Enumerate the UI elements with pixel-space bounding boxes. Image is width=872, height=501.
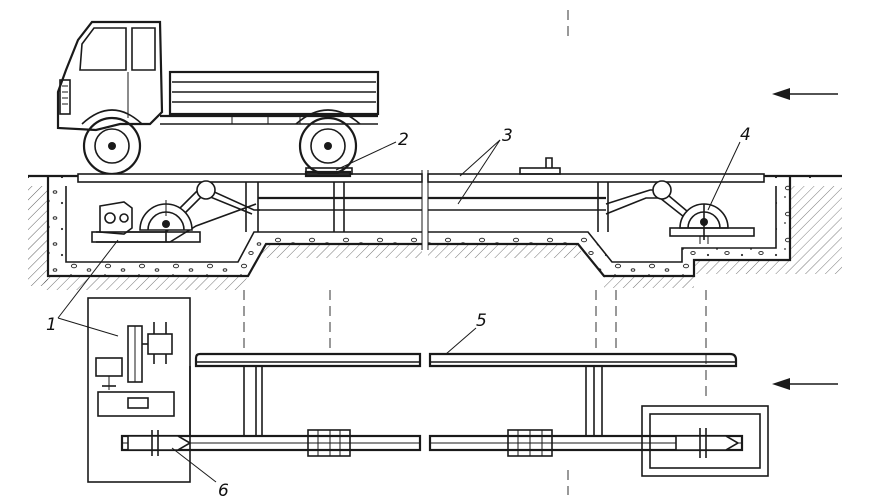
callout-6: 6	[171, 447, 229, 501]
svg-text:3: 3	[502, 126, 513, 146]
left-drum	[127, 430, 192, 456]
callout-1: 1	[46, 239, 119, 337]
truck-cab-window	[131, 27, 156, 71]
ground-section	[28, 157, 842, 290]
callout-3: 3	[457, 126, 513, 205]
motor	[95, 357, 123, 377]
svg-text:4: 4	[740, 125, 751, 145]
direction-arrow-bottom	[772, 378, 838, 390]
svg-text:6: 6	[218, 481, 229, 501]
right-winch	[669, 203, 755, 244]
svg-text:1: 1	[46, 315, 57, 335]
right-pit-outer	[641, 405, 769, 477]
pulley-right	[652, 180, 672, 200]
callout-2: 2	[335, 130, 409, 171]
platform-plan-right	[428, 352, 738, 368]
direction-arrow-top	[772, 88, 838, 100]
truck-cab	[56, 20, 164, 132]
truck-windshield	[79, 27, 127, 71]
truck-grille	[59, 79, 71, 115]
svg-text:2: 2	[398, 130, 409, 150]
platform-deck	[77, 173, 423, 183]
callout-4: 4	[707, 125, 751, 211]
svg-text:5: 5	[476, 311, 487, 331]
right-drum	[675, 428, 740, 458]
wheel-chock	[304, 170, 352, 178]
truck	[56, 20, 380, 176]
left-winch	[91, 200, 201, 243]
truck-rear-wheel	[298, 116, 358, 176]
gearbox	[97, 391, 175, 417]
callout-5: 5	[445, 311, 487, 355]
pulley-left	[196, 180, 216, 200]
plan-view	[87, 10, 769, 495]
truck-cargo-body	[168, 70, 380, 116]
platform-plan-left	[194, 352, 422, 368]
carriage-left	[307, 429, 351, 457]
